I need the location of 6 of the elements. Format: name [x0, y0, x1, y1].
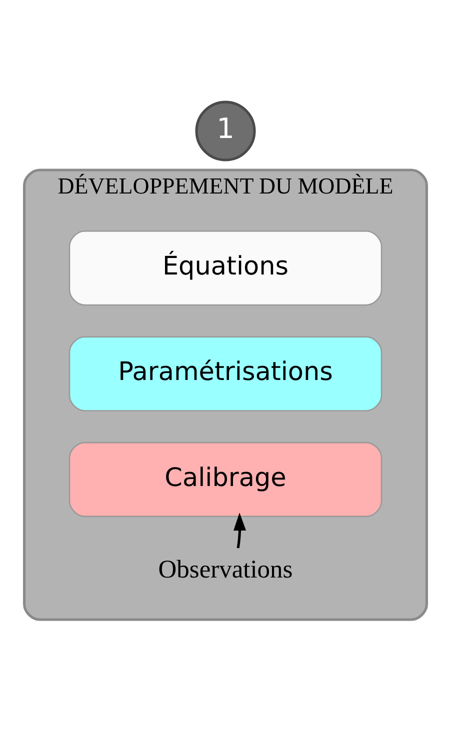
node-box: Équations — [68, 230, 382, 306]
node-box: Calibrage — [68, 441, 382, 517]
arrow — [233, 512, 246, 548]
node-box: Paramétrisations — [68, 336, 382, 411]
node-text: Observations — [158, 554, 292, 584]
node-circle: 1 — [194, 100, 256, 161]
